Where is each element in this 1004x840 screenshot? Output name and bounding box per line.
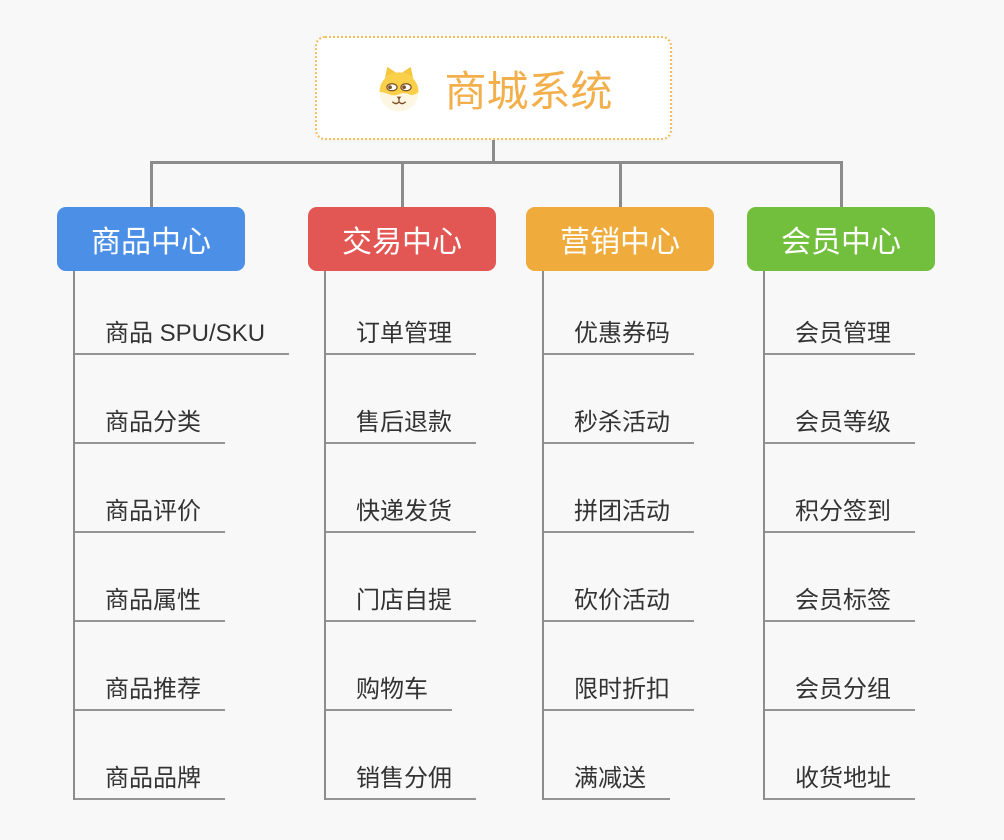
leaf-row: 优惠券码 (544, 271, 714, 355)
leaf-node-member-center-4[interactable]: 会员分组 (765, 669, 915, 711)
leaf-node-product-center-4[interactable]: 商品推荐 (75, 669, 225, 711)
leaf-node-trade-center-5[interactable]: 销售分佣 (326, 758, 476, 800)
leaf-node-member-center-2[interactable]: 积分签到 (765, 491, 915, 533)
leaf-row: 满减送 (544, 711, 714, 800)
leaf-row: 会员分组 (765, 622, 935, 711)
branch-column-member-center: 会员中心会员管理会员等级积分签到会员标签会员分组收货地址 (747, 207, 935, 800)
leaf-node-product-center-3[interactable]: 商品属性 (75, 580, 225, 622)
leaf-row: 秒杀活动 (544, 355, 714, 444)
branch-column-trade-center: 交易中心订单管理售后退款快递发货门店自提购物车销售分佣 (308, 207, 496, 800)
branch-children-trade-center: 订单管理售后退款快递发货门店自提购物车销售分佣 (324, 271, 496, 800)
leaf-row: 会员等级 (765, 355, 935, 444)
leaf-row: 积分签到 (765, 444, 935, 533)
leaf-row: 会员标签 (765, 533, 935, 622)
root-node[interactable]: 商城系统 (315, 36, 672, 140)
leaf-node-marketing-center-1[interactable]: 秒杀活动 (544, 402, 694, 444)
leaf-row: 商品评价 (75, 444, 245, 533)
leaf-node-trade-center-0[interactable]: 订单管理 (326, 313, 476, 355)
leaf-row: 限时折扣 (544, 622, 714, 711)
leaf-node-marketing-center-4[interactable]: 限时折扣 (544, 669, 694, 711)
leaf-row: 商品推荐 (75, 622, 245, 711)
branch-node-marketing-center[interactable]: 营销中心 (526, 207, 714, 271)
leaf-node-trade-center-3[interactable]: 门店自提 (326, 580, 476, 622)
leaf-node-member-center-0[interactable]: 会员管理 (765, 313, 915, 355)
leaf-node-product-center-2[interactable]: 商品评价 (75, 491, 225, 533)
connector-root-stub (492, 140, 495, 164)
branch-children-product-center: 商品 SPU/SKU 商品分类商品评价商品属性商品推荐商品品牌 (73, 271, 290, 800)
branch-node-product-center[interactable]: 商品中心 (57, 207, 245, 271)
leaf-row: 门店自提 (326, 533, 496, 622)
leaf-node-product-center-5[interactable]: 商品品牌 (75, 758, 225, 800)
branch-column-product-center: 商品中心商品 SPU/SKU 商品分类商品评价商品属性商品推荐商品品牌 (57, 207, 290, 800)
leaf-node-trade-center-2[interactable]: 快递发货 (326, 491, 476, 533)
leaf-node-marketing-center-3[interactable]: 砍价活动 (544, 580, 694, 622)
branch-children-member-center: 会员管理会员等级积分签到会员标签会员分组收货地址 (763, 271, 935, 800)
leaf-row: 销售分佣 (326, 711, 496, 800)
connector-drop-product-center (149, 161, 153, 207)
branch-node-member-center[interactable]: 会员中心 (747, 207, 935, 271)
leaf-node-marketing-center-2[interactable]: 拼团活动 (544, 491, 694, 533)
leaf-node-member-center-3[interactable]: 会员标签 (765, 580, 915, 622)
branch-children-marketing-center: 优惠券码秒杀活动拼团活动砍价活动限时折扣满减送 (542, 271, 714, 800)
leaf-node-member-center-5[interactable]: 收货地址 (765, 758, 915, 800)
leaf-node-product-center-1[interactable]: 商品分类 (75, 402, 225, 444)
connector-drop-marketing-center (618, 161, 622, 207)
leaf-node-trade-center-4[interactable]: 购物车 (326, 669, 452, 711)
leaf-row: 拼团活动 (544, 444, 714, 533)
leaf-row: 收货地址 (765, 711, 935, 800)
branch-node-trade-center[interactable]: 交易中心 (308, 207, 496, 271)
leaf-row: 商品属性 (75, 533, 245, 622)
leaf-row: 订单管理 (326, 271, 496, 355)
leaf-node-marketing-center-5[interactable]: 满减送 (544, 758, 670, 800)
leaf-row: 商品品牌 (75, 711, 245, 800)
leaf-row: 商品 SPU/SKU (75, 271, 290, 355)
leaf-row: 购物车 (326, 622, 496, 711)
leaf-row: 砍价活动 (544, 533, 714, 622)
leaf-node-product-center-0[interactable]: 商品 SPU/SKU (75, 313, 290, 355)
leaf-node-marketing-center-0[interactable]: 优惠券码 (544, 313, 694, 355)
leaf-row: 会员管理 (765, 271, 935, 355)
connector-drop-trade-center (400, 161, 404, 207)
root-title: 商城系统 (444, 67, 613, 115)
leaf-row: 商品分类 (75, 355, 245, 444)
connector-horizontal (150, 161, 841, 164)
shiba-dog-icon (374, 63, 424, 113)
branch-column-marketing-center: 营销中心优惠券码秒杀活动拼团活动砍价活动限时折扣满减送 (526, 207, 714, 800)
leaf-node-trade-center-1[interactable]: 售后退款 (326, 402, 476, 444)
leaf-node-member-center-1[interactable]: 会员等级 (765, 402, 915, 444)
leaf-row: 售后退款 (326, 355, 496, 444)
connector-drop-member-center (839, 161, 843, 207)
leaf-row: 快递发货 (326, 444, 496, 533)
